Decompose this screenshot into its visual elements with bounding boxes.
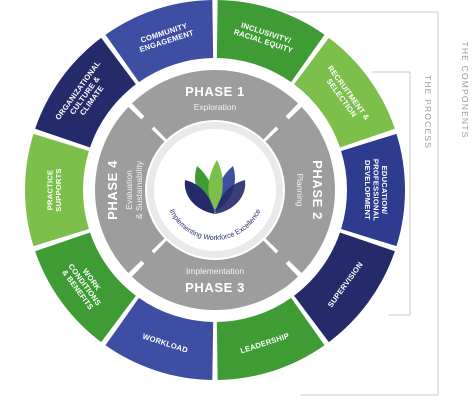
phase-segment (131, 240, 299, 311)
component-label-line: DEVELOPMENT (363, 160, 372, 220)
components-bracket (287, 11, 439, 396)
component-segment (35, 37, 136, 148)
component-segment (105, 0, 214, 83)
component-label: PRACTICESUPPORTS (45, 168, 63, 211)
phase-4-title: PHASE 4 (105, 160, 120, 220)
component-segment (216, 297, 325, 380)
phase-1-subtitle: Exploration (194, 102, 237, 112)
phase-1-title: PHASE 1 (185, 84, 245, 99)
phase-2-title: PHASE 2 (310, 160, 325, 220)
component-segment (25, 133, 89, 247)
phase-segment (131, 70, 299, 140)
phase-segment (265, 106, 335, 274)
phase-connector (272, 247, 293, 268)
process-label: THE PROCESS (423, 75, 433, 149)
component-label-line: SUPPORTS (54, 168, 63, 211)
component-segment (35, 232, 136, 343)
component-label: EDUCATION/PROFESSIONALDEVELOPMENT (363, 159, 389, 221)
phase-4-subtitle-line-2: & Sustainability (134, 160, 144, 219)
component-segment (216, 0, 325, 83)
component-segment (294, 37, 395, 148)
component-label-line: PRACTICE (45, 170, 54, 210)
component-label-line: EDUCATION/ (380, 166, 389, 215)
phase-segment (95, 106, 165, 274)
process-bracket (372, 71, 411, 316)
component-segment (341, 133, 406, 247)
component-segment (105, 297, 214, 380)
phase-2-subtitle: Planning (295, 173, 305, 206)
component-label-line: PROFESSIONAL (371, 159, 380, 221)
components-label: THE COMPONENTS (460, 41, 470, 138)
phase-connector (137, 247, 158, 268)
leaf-logo-icon (184, 160, 246, 214)
component-segment (294, 232, 395, 343)
phase-connector (137, 112, 158, 133)
phase-3-title: PHASE 3 (185, 280, 245, 295)
phase-3-subtitle: Implementation (186, 266, 244, 276)
phase-4-subtitle-line-1: Evaluation (124, 170, 134, 210)
